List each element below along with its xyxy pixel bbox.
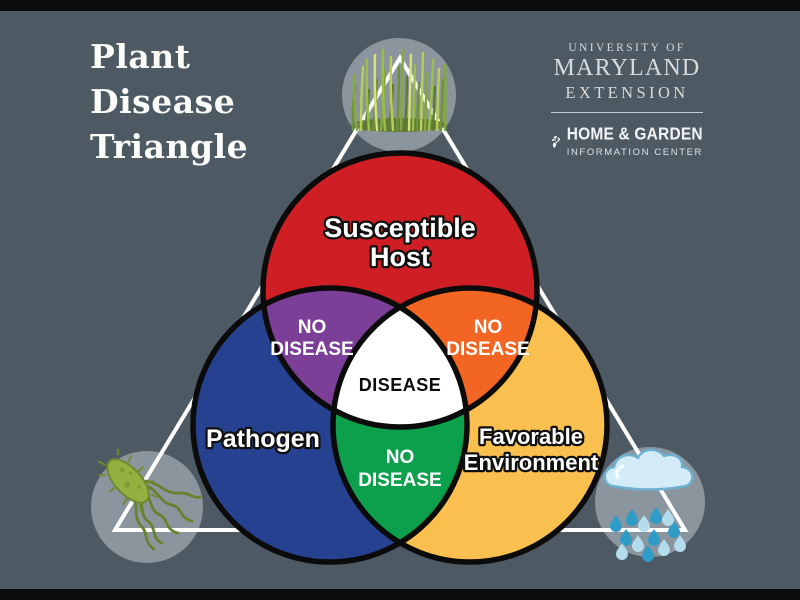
title-line-1: Plant — [90, 37, 191, 76]
trowel-plant-icon — [551, 135, 561, 148]
host-circle-outline — [260, 150, 540, 430]
hgic-logo: HOME & GARDEN INFORMATION CENTER — [551, 122, 703, 162]
host-label-line2: Host — [370, 242, 430, 272]
disease-center-label: DISEASE — [359, 375, 442, 395]
umd-logo-line2: MARYLAND — [553, 55, 701, 81]
environment-label-line1: Favorable — [479, 424, 583, 449]
title-line-2: Disease — [90, 82, 236, 121]
umd-logo-line3: EXTENSION — [565, 83, 689, 102]
pathogen-label: Pathogen — [206, 425, 320, 453]
environment-circle-outline — [330, 285, 610, 565]
umd-logo-line1: UNIVERSITY OF — [568, 42, 686, 54]
center-disease-region — [333, 288, 467, 427]
environment-label-line2: Environment — [464, 450, 599, 475]
no-disease-host-environment-line2: DISEASE — [446, 339, 529, 360]
title-line-3: Triangle — [90, 127, 249, 166]
host-label-line1: Susceptible — [324, 213, 476, 243]
hgic-subtitle: INFORMATION CENTER — [566, 147, 703, 158]
no-disease-host-pathogen-line1: NO — [298, 317, 327, 338]
grass-icon — [351, 48, 447, 132]
bacteria-icon — [97, 448, 202, 551]
hgic-name: HOME & GARDEN — [566, 124, 703, 144]
logo-divider — [551, 112, 703, 113]
logo-block: UNIVERSITY OF MARYLAND EXTENSION HOME & … — [551, 42, 703, 162]
page-title: Plant Disease Triangle — [90, 34, 248, 169]
no-disease-host-pathogen-line2: DISEASE — [270, 339, 353, 360]
no-disease-pathogen-environment-line2: DISEASE — [358, 470, 441, 491]
pathogen-circle-outline — [190, 285, 470, 565]
no-disease-host-environment-line1: NO — [474, 317, 503, 338]
no-disease-pathogen-environment-line1: NO — [386, 447, 415, 468]
rain-cloud-icon — [603, 448, 694, 562]
